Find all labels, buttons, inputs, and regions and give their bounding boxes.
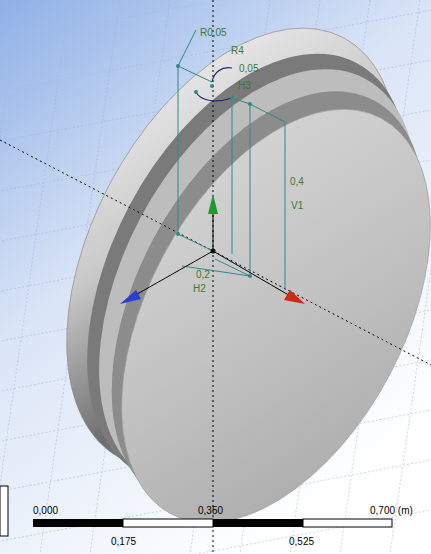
dimension-value: 0,4: [290, 176, 304, 187]
dimension-name: V1: [291, 200, 303, 211]
dimension-value: 0,2: [196, 269, 210, 280]
dimension-name: H2: [193, 283, 206, 294]
dimension-lines: [178, 30, 285, 290]
scale-bar: [0, 486, 392, 536]
sketch-arcs: [196, 68, 232, 101]
radius-dimension: R4: [231, 45, 244, 56]
scale-value: 0,525: [289, 536, 314, 547]
coordinate-triad: [120, 194, 305, 304]
scale-value: 0,700 (m): [370, 505, 413, 516]
dimension-name: H3: [238, 80, 251, 91]
scale-value: 0,350: [198, 505, 223, 516]
scale-value: 0,000: [33, 505, 58, 516]
sketch-points: [176, 64, 252, 278]
radius-dimension: R0,05: [200, 27, 227, 38]
scale-value: 0,175: [111, 536, 136, 547]
dimension-value: 0,05: [239, 63, 258, 74]
